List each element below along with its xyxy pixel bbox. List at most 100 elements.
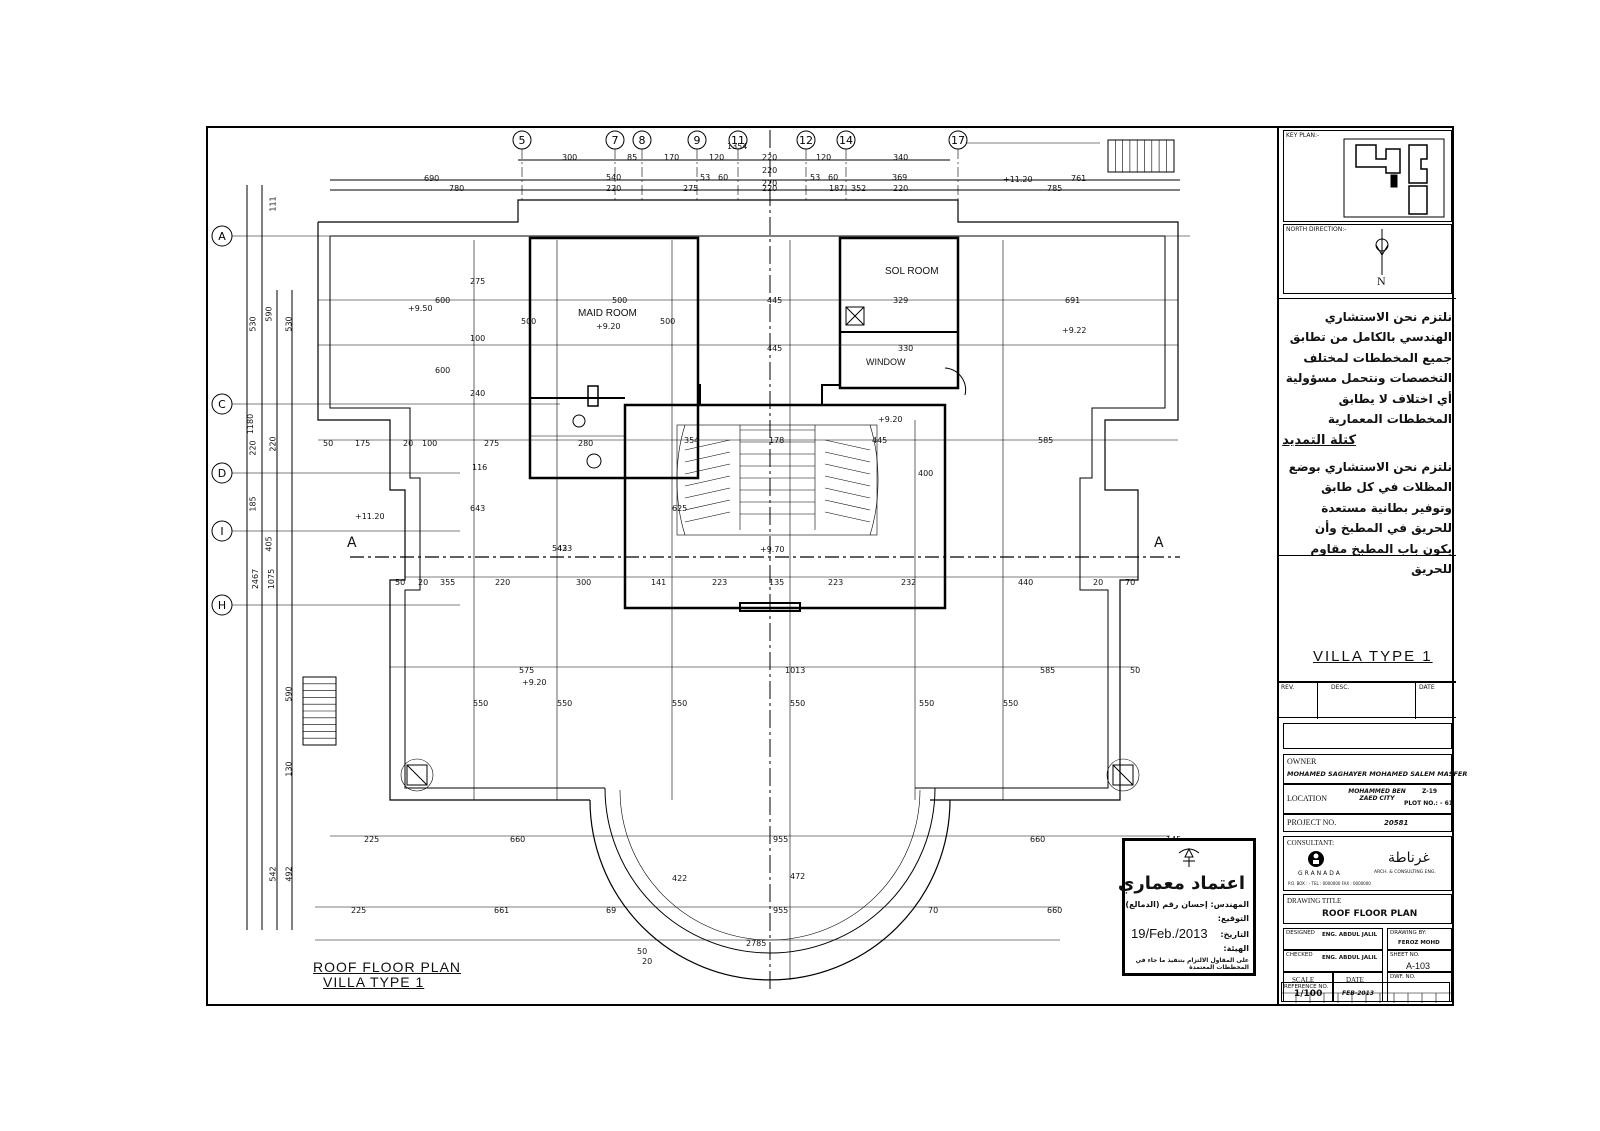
drawing-title-label: DRAWING TITLE [1287, 897, 1342, 905]
dim-text: 223 [828, 578, 844, 587]
drawn-label: DRAWING BY: [1390, 930, 1427, 936]
dim-text-vertical: 185 [248, 496, 258, 512]
consultant-brand-en: GRANADA [1298, 870, 1342, 877]
svg-text:9: 9 [694, 134, 701, 147]
stamp-title: اعتماد معماري [1117, 873, 1245, 894]
title-block: KEY PLAN:- NORTH DIRECTION:- N نلتزم نحن… [1277, 126, 1467, 1006]
designed-label: DESIGNED [1286, 930, 1315, 936]
date-label: DATE [1346, 976, 1364, 984]
grid-column-bubble: 5 [512, 130, 532, 150]
dim-text: 187 [829, 184, 845, 193]
dim-text: 20 [642, 957, 653, 966]
date-header: DATE [1419, 684, 1435, 691]
dim-text: 780 [449, 184, 465, 193]
reference-box: REFERENCE NO. [1281, 982, 1451, 1003]
dim-text: 550 [790, 699, 806, 708]
stamp-notes: الهيئة: [1223, 944, 1249, 953]
dim-text: 120 [709, 153, 725, 162]
stamp-signature: التوقيع: [1217, 914, 1249, 923]
svg-text:D: D [218, 467, 226, 480]
svg-text:A: A [218, 230, 226, 243]
grid-column-bubble: 9 [687, 130, 707, 150]
svg-text:12: 12 [799, 134, 813, 147]
drawn-by-box: DRAWING BY: FEROZ MOHD [1387, 928, 1452, 950]
scale-label: SCALE [1292, 976, 1315, 984]
dim-text: 223 [712, 578, 728, 587]
project-no-label: PROJECT NO. [1287, 818, 1337, 827]
dim-text: 329 [893, 296, 909, 305]
dim-text: 585 [1040, 666, 1056, 675]
dim-text: 955 [773, 835, 789, 844]
dim-text: 445 [767, 296, 783, 305]
dim-text: 472 [790, 872, 806, 881]
desc-header: DESC. [1331, 684, 1350, 691]
dim-text: 423 [557, 544, 573, 553]
level-marker: +9.20 [878, 415, 903, 424]
dim-text: 585 [1038, 436, 1054, 445]
dim-text: 445 [872, 436, 888, 445]
dim-text: 500 [612, 296, 628, 305]
project-no-value: 20581 [1384, 819, 1409, 827]
location-box: LOCATION MOHAMMED BEN ZAED CITY Z-19 PLO… [1283, 784, 1453, 814]
arabic-note-1: نلتزم نحن الاستشاري الهندسي بالكامل من ت… [1285, 310, 1452, 426]
dim-text: 20 [418, 578, 429, 587]
project-no-box: PROJECT NO. 20581 [1283, 814, 1452, 832]
dim-text: 240 [470, 389, 486, 398]
dim-text: 1013 [785, 666, 806, 675]
consultant-sub: ARCH. & CONSULTING ENG. [1374, 870, 1436, 875]
dim-text: 135 [769, 578, 785, 587]
level-marker: +11.20 [355, 512, 385, 521]
dim-text: 660 [1030, 835, 1046, 844]
grid-column-bubble: 7 [605, 130, 625, 150]
svg-text:5: 5 [519, 134, 526, 147]
dwf-label: DWF. NO. [1390, 974, 1416, 980]
dim-text: 60 [718, 173, 729, 182]
divider [1317, 683, 1318, 719]
dim-text: 550 [672, 699, 688, 708]
dim-text: 60 [828, 173, 839, 182]
dim-text: 85 [627, 153, 638, 162]
key-plan-label: KEY PLAN:- [1286, 132, 1320, 139]
consultant-box: CONSULTANT: GRANADA غرناطة ARCH. & CONSU… [1283, 836, 1452, 891]
grid-column-bubble: 12 [796, 130, 816, 150]
dim-text-vertical: 220 [248, 440, 258, 456]
dim-text: 232 [901, 578, 917, 587]
rev-header: REV. [1281, 684, 1295, 691]
dim-text: 550 [557, 699, 573, 708]
dim-text: 354 [684, 436, 700, 445]
dim-text-vertical: 530 [248, 316, 258, 332]
dim-text: 220 [762, 184, 778, 193]
dim-text: 625 [672, 504, 688, 513]
drawing-title-box: DRAWING TITLE ROOF FLOOR PLAN [1283, 894, 1452, 924]
location-zone: Z-19 [1422, 788, 1438, 795]
date-value: FEB-2013 [1342, 990, 1374, 997]
arabic-heading: كتلة التمديد [1282, 433, 1356, 448]
reference-grid [1282, 992, 1451, 1003]
dim-text: 100 [470, 334, 486, 343]
checked-label: CHECKED [1286, 952, 1313, 958]
arabic-note-2: نلتزم نحن الاستشاري بوضع المظلات في كل ط… [1288, 460, 1452, 576]
dim-text: 53 [810, 173, 821, 182]
sheet-no-box: SHEET NO. A-103 [1387, 950, 1452, 972]
scale-value: 1/100 [1294, 989, 1323, 999]
grid-column-bubble: 11 [728, 130, 748, 150]
dim-text: 2785 [746, 939, 767, 948]
dim-text: 440 [1018, 578, 1034, 587]
room-label-window: WINDOW [866, 357, 906, 367]
consultant-logo-icon [1308, 851, 1324, 867]
consultant-brand-ar: غرناطة [1388, 850, 1430, 866]
dim-text-vertical: 590 [264, 306, 274, 322]
level-marker: +9.20 [522, 678, 547, 687]
dim-text: 50 [323, 439, 334, 448]
dim-text: 280 [578, 439, 594, 448]
divider [1279, 555, 1456, 556]
dim-text: 540 [606, 173, 622, 182]
divider [1415, 683, 1416, 719]
owner-value: MOHAMED SAGHAYER MOHAMED SALEM MASFER [1287, 770, 1468, 778]
dim-text: 70 [1125, 578, 1136, 587]
dim-text: 500 [660, 317, 676, 326]
stamp-date-label: التاريخ: [1220, 930, 1249, 939]
stamp-emblem-icon [1178, 847, 1200, 867]
grid-column-bubble: 14 [836, 130, 856, 150]
dim-text: 643 [470, 504, 486, 513]
